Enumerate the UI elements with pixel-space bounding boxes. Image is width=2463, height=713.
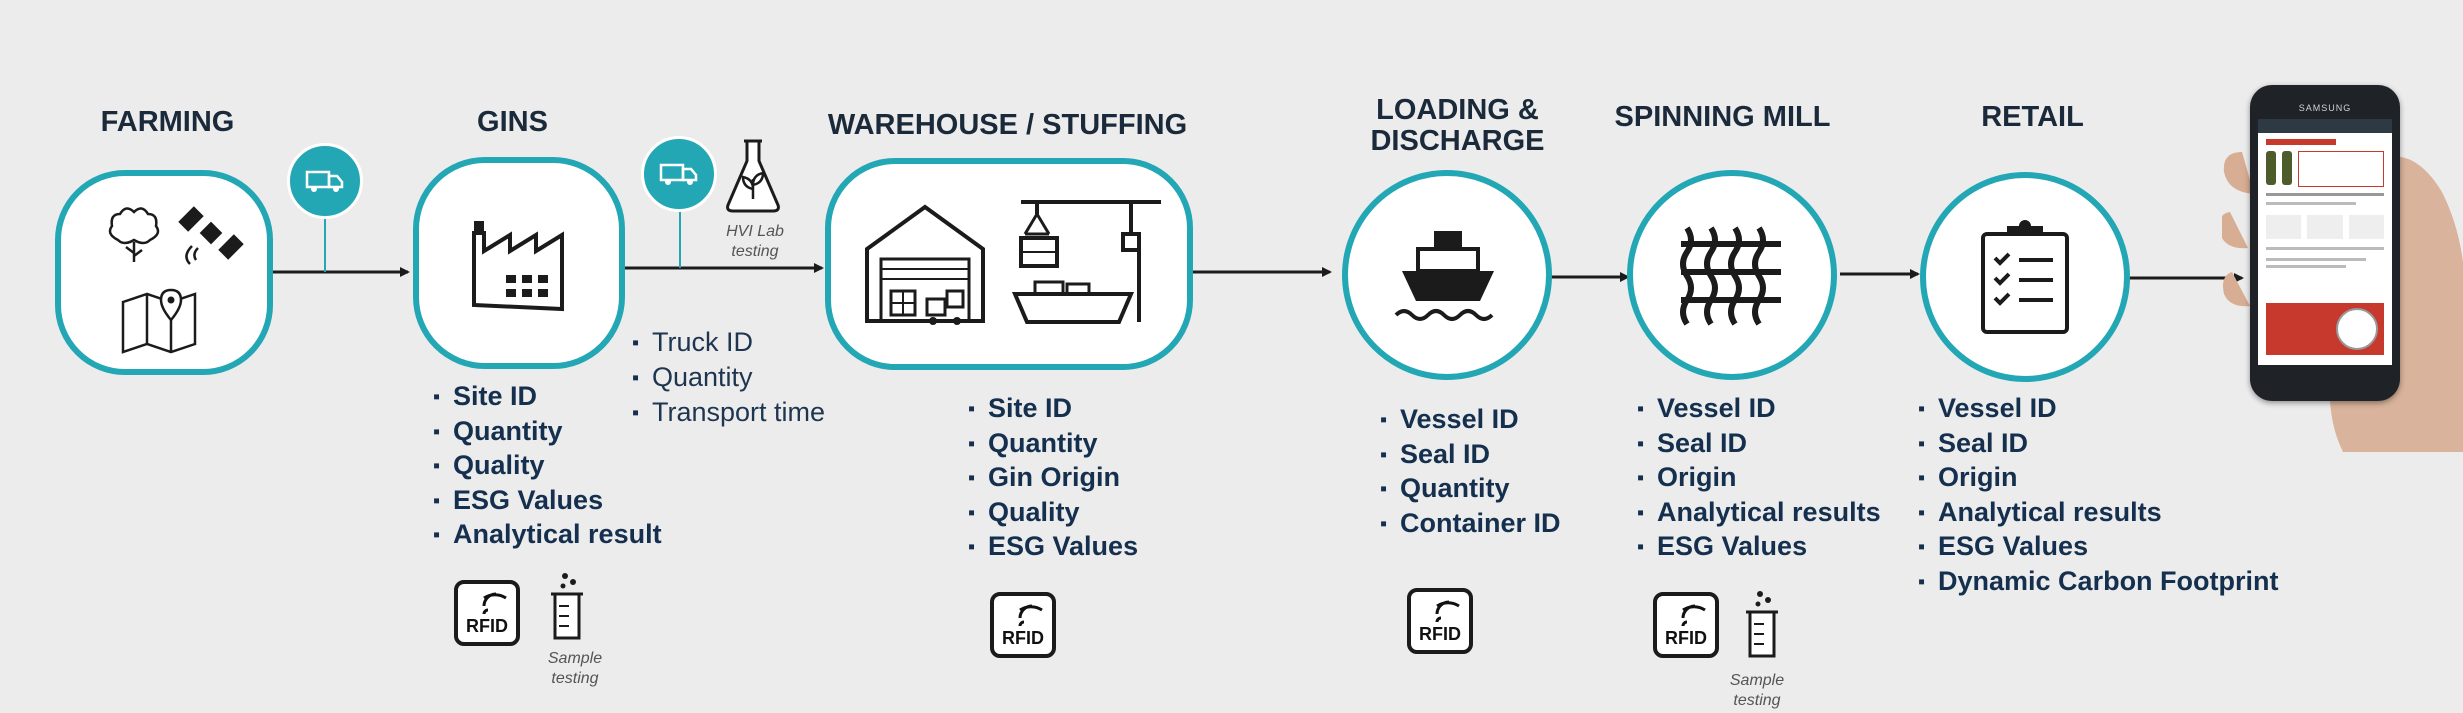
- cotton-plant-icon: [108, 207, 160, 262]
- stage-node-gins: [413, 157, 625, 369]
- gins-sample-note: Sample testing: [547, 650, 603, 687]
- stage-node-retail: [1920, 172, 2130, 382]
- list-item: ESG Values: [1918, 530, 2279, 565]
- beaker-icon: [551, 573, 583, 640]
- smartphone-in-hand: SAMSUNG: [2222, 82, 2463, 452]
- list-item: Vessel ID: [1918, 392, 2279, 427]
- list-item: ESG Values: [433, 484, 662, 519]
- warehouse-icon: [865, 204, 985, 325]
- list-item: Vessel ID: [1380, 403, 1561, 438]
- phone-brand: SAMSUNG: [2298, 103, 2352, 113]
- stage-title-loading: LOADING & DISCHARGE: [1370, 94, 1545, 157]
- list-item: Truck ID: [632, 325, 825, 360]
- rfid-icon: RFID: [1407, 588, 1473, 654]
- hvi-lab-note: HVI Lab testing: [726, 223, 784, 260]
- crane-icon: [1011, 200, 1161, 324]
- stage-node-loading: [1342, 170, 1552, 380]
- list-item: Gin Origin: [968, 461, 1138, 496]
- list-item: Dynamic Carbon Footprint: [1918, 565, 2279, 600]
- list-item: Quantity: [1380, 472, 1561, 507]
- satellite-icon: [178, 206, 244, 265]
- retail-bullets: Vessel ID Seal ID Origin Analytical resu…: [1918, 392, 2279, 599]
- list-item: Analytical results: [1918, 496, 2279, 531]
- list-item: ESG Values: [1637, 530, 1881, 565]
- list-item: Analytical results: [1637, 496, 1881, 531]
- truck-badge-1: [287, 143, 363, 219]
- list-item: Seal ID: [1380, 438, 1561, 473]
- loading-bullets: Vessel ID Seal ID Quantity Container ID: [1380, 403, 1561, 541]
- list-item: Seal ID: [1637, 427, 1881, 462]
- truck-icon: [659, 163, 698, 185]
- clipboard-checklist-icon: [1981, 220, 2069, 334]
- factory-icon: [472, 221, 564, 312]
- list-item: Origin: [1637, 461, 1881, 496]
- rfid-icon: RFID: [990, 592, 1056, 658]
- truck-badge-2: [641, 136, 717, 212]
- stage-title-farming: FARMING: [100, 106, 235, 138]
- list-item: Site ID: [433, 380, 662, 415]
- stage-title-spinning: SPINNING MILL: [1614, 101, 1831, 133]
- transport-bullets: Truck ID Quantity Transport time: [632, 325, 825, 430]
- gins-bullets: Site ID Quantity Quality ESG Values Anal…: [433, 380, 662, 553]
- ship-icon: [1394, 231, 1494, 321]
- spinning-sample-note: Sample testing: [1729, 672, 1785, 709]
- map-pin-icon: [121, 288, 197, 354]
- list-item: Quality: [968, 496, 1138, 531]
- truck-icon: [305, 170, 344, 192]
- smartphone-icon: SAMSUNG: [2250, 85, 2400, 401]
- warehouse-bullets: Site ID Quantity Gin Origin Quality ESG …: [968, 392, 1138, 565]
- yarn-weave-icon: [1680, 226, 1781, 326]
- stage-node-spinning: [1627, 170, 1837, 380]
- list-item: Vessel ID: [1637, 392, 1881, 427]
- phone-screen: [2258, 119, 2392, 365]
- list-item: Container ID: [1380, 507, 1561, 542]
- list-item: Site ID: [968, 392, 1138, 427]
- beaker-icon: [1746, 591, 1778, 658]
- list-item: ESG Values: [968, 530, 1138, 565]
- list-item: Analytical result: [433, 518, 662, 553]
- list-item: Seal ID: [1918, 427, 2279, 462]
- list-item: Quantity: [433, 415, 662, 450]
- stage-node-farming: [55, 170, 273, 375]
- arrow-gins-warehouse: [624, 208, 824, 273]
- list-item: Quality: [433, 449, 662, 484]
- stage-title-warehouse: WAREHOUSE / STUFFING: [827, 109, 1188, 141]
- list-item: Quantity: [968, 427, 1138, 462]
- stage-title-retail: RETAIL: [1981, 101, 2084, 133]
- rfid-icon: RFID: [1653, 592, 1719, 658]
- spinning-bullets: Vessel ID Seal ID Origin Analytical resu…: [1637, 392, 1881, 565]
- list-item: Transport time: [632, 395, 825, 430]
- list-item: Origin: [1918, 461, 2279, 496]
- stage-node-warehouse: [825, 158, 1193, 370]
- flask-leaf-icon: [726, 139, 780, 213]
- list-item: Quantity: [632, 360, 825, 395]
- stage-title-gins: GINS: [477, 106, 548, 138]
- rfid-icon: RFID: [454, 580, 520, 646]
